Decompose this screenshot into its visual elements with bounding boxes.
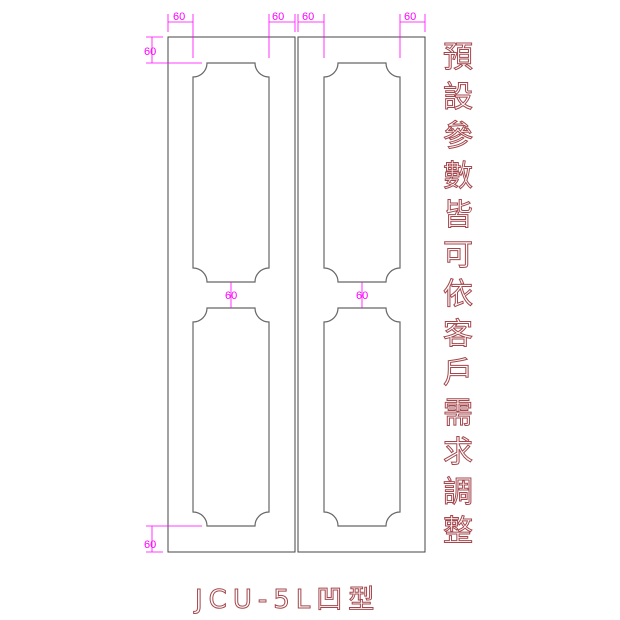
note-char: 調 <box>443 474 474 510</box>
note-char: 需 <box>443 395 474 431</box>
note-char: 預 <box>443 40 474 76</box>
dim-top-right-door-left: 60 <box>302 11 314 23</box>
dim-left-bottom-margin: 60 <box>144 539 156 551</box>
note-char: 依 <box>443 277 474 313</box>
vertical-note: 預 設 參 數 皆 可 依 客 戶 需 求 調 整 <box>438 38 478 552</box>
dim-top-left-door-right: 60 <box>272 11 284 23</box>
note-char: 設 <box>443 79 474 115</box>
left-lower-panel <box>192 307 270 527</box>
dim-left-top-margin: 60 <box>144 46 156 58</box>
left-door-outline <box>167 36 296 553</box>
note-char: 數 <box>443 158 474 194</box>
left-upper-panel <box>192 62 270 283</box>
right-upper-panel <box>323 62 401 283</box>
dim-top-right-door-right: 60 <box>404 11 416 23</box>
right-lower-panel <box>323 307 401 527</box>
model-title: JCU-5L凹型 <box>194 585 381 616</box>
note-char: 客 <box>443 316 474 352</box>
note-char: 可 <box>443 237 474 273</box>
note-char: 求 <box>443 435 474 471</box>
note-char: 整 <box>443 514 474 550</box>
dim-top-left-door-left: 60 <box>173 11 185 23</box>
dimension-lines <box>146 14 426 553</box>
note-char: 皆 <box>443 198 474 234</box>
dim-middle-gap-right: 60 <box>356 290 368 302</box>
dim-middle-gap-left: 60 <box>225 290 237 302</box>
right-door-outline <box>297 36 426 553</box>
note-char: 參 <box>443 119 474 155</box>
note-char: 戶 <box>443 356 474 392</box>
